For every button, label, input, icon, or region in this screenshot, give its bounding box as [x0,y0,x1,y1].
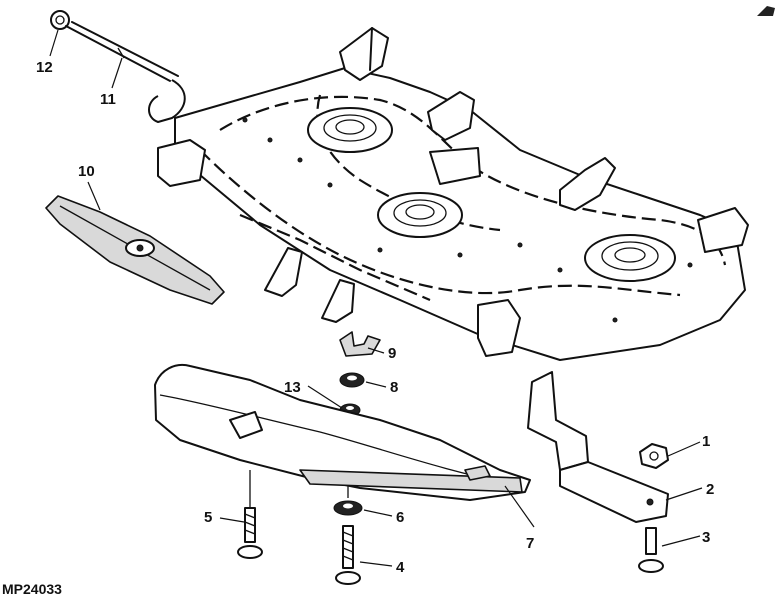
callout-5: 5 [204,509,212,526]
part-3-bolt [638,527,664,573]
part-8-washer [339,372,365,388]
mower-deck [157,27,749,361]
callout-4: 4 [396,559,405,576]
callout-6: 6 [396,509,404,526]
figure-id: MP24033 [2,581,62,597]
part-1-nut [639,443,669,469]
callout-13: 13 [284,379,301,396]
spindle-opening-left [307,107,393,153]
spindle-opening-center [377,192,463,238]
callout-12: 12 [36,59,53,76]
callout-8: 8 [390,379,398,396]
part-9-wing-nut [339,331,381,357]
part-5-bolt [237,470,263,559]
callout-10: 10 [78,163,95,180]
callout-7: 7 [526,535,534,552]
callout-11: 11 [100,91,116,108]
callout-labels: 12 11 10 9 8 13 7 1 2 3 5 6 4 [36,59,714,576]
part-12-nut [50,10,70,30]
deck-bracket-rear [339,27,389,81]
hanger-tab-right [321,279,355,323]
leader-lines [49,29,703,567]
part-11-rod [65,21,186,123]
deck-bracket-front [157,139,521,357]
part-10-blade [45,195,225,305]
deck-bracket-right [559,157,749,253]
part-4-bolt [335,486,361,585]
callout-1: 1 [702,433,710,450]
corner-arrow-icon [757,6,775,16]
hanger-tab-left [264,247,303,297]
callout-3: 3 [702,529,710,546]
callout-2: 2 [706,481,714,498]
deck-bracket-mid [427,91,481,185]
part-7-bumper-assembly [154,364,531,501]
part-2-bracket [527,371,669,523]
spindle-opening-right [584,234,676,282]
part-6-washer [333,500,363,516]
deck-bolts [242,117,693,323]
callout-9: 9 [388,345,396,362]
